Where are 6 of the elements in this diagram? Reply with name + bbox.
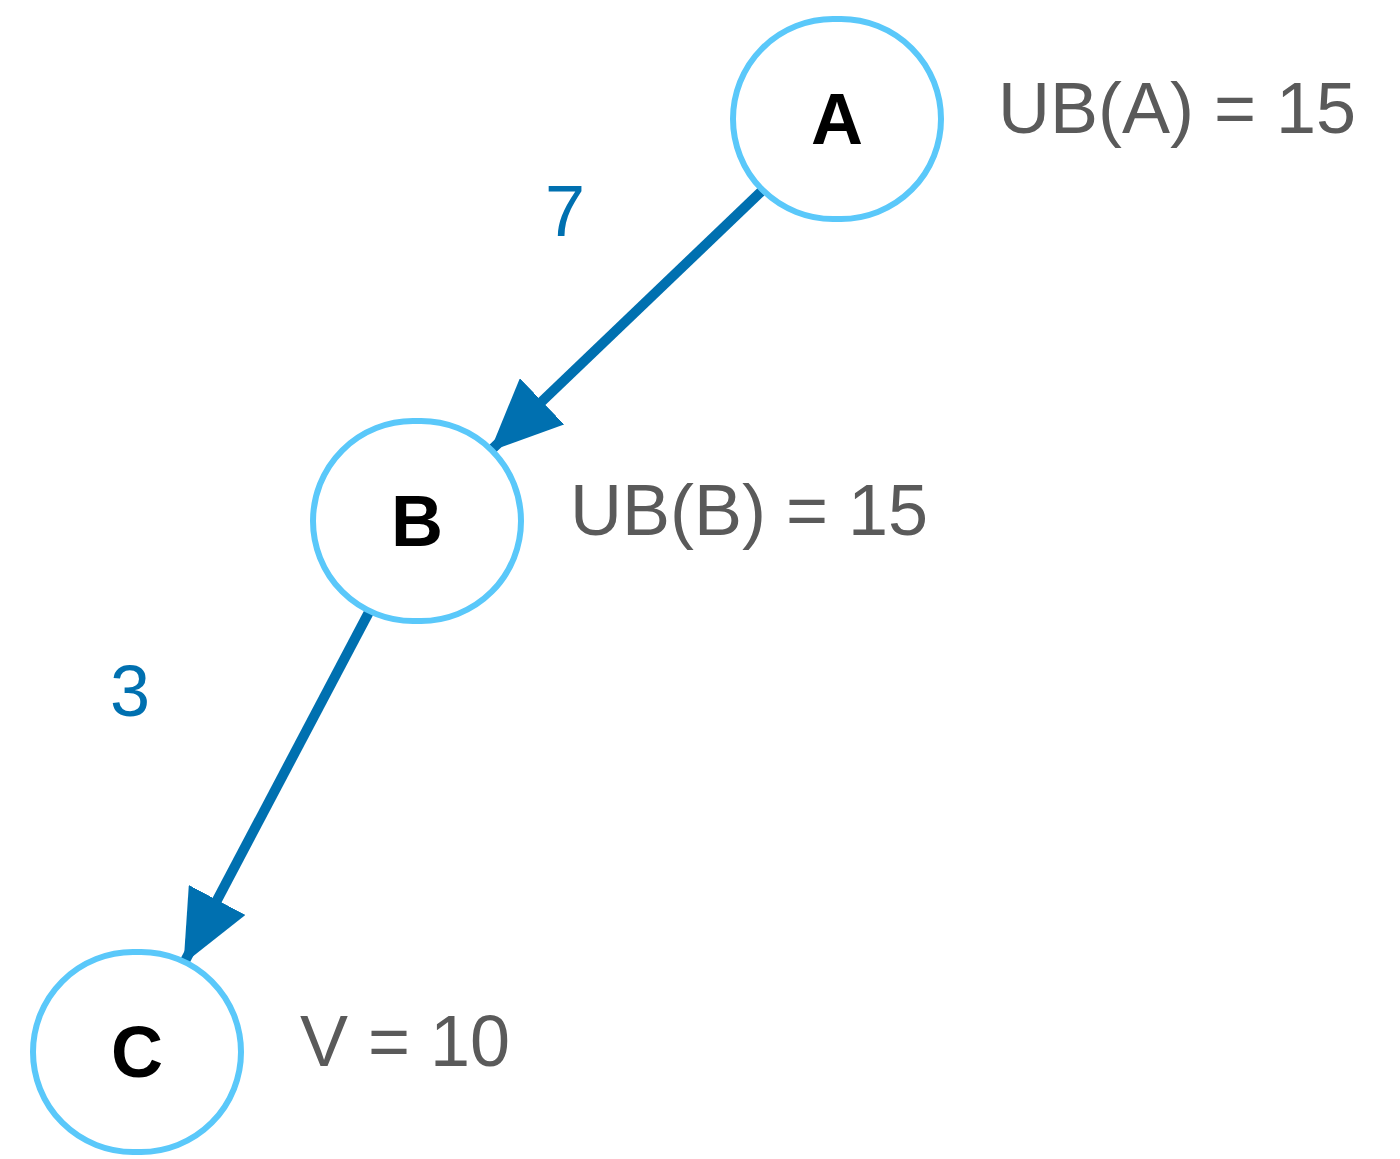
node-label: A <box>811 83 863 155</box>
arrow <box>489 188 765 452</box>
bound-label: V = 10 <box>300 1005 511 1077</box>
arrow <box>181 610 373 964</box>
node-label: B <box>391 485 443 557</box>
node-label: C <box>111 1016 163 1088</box>
